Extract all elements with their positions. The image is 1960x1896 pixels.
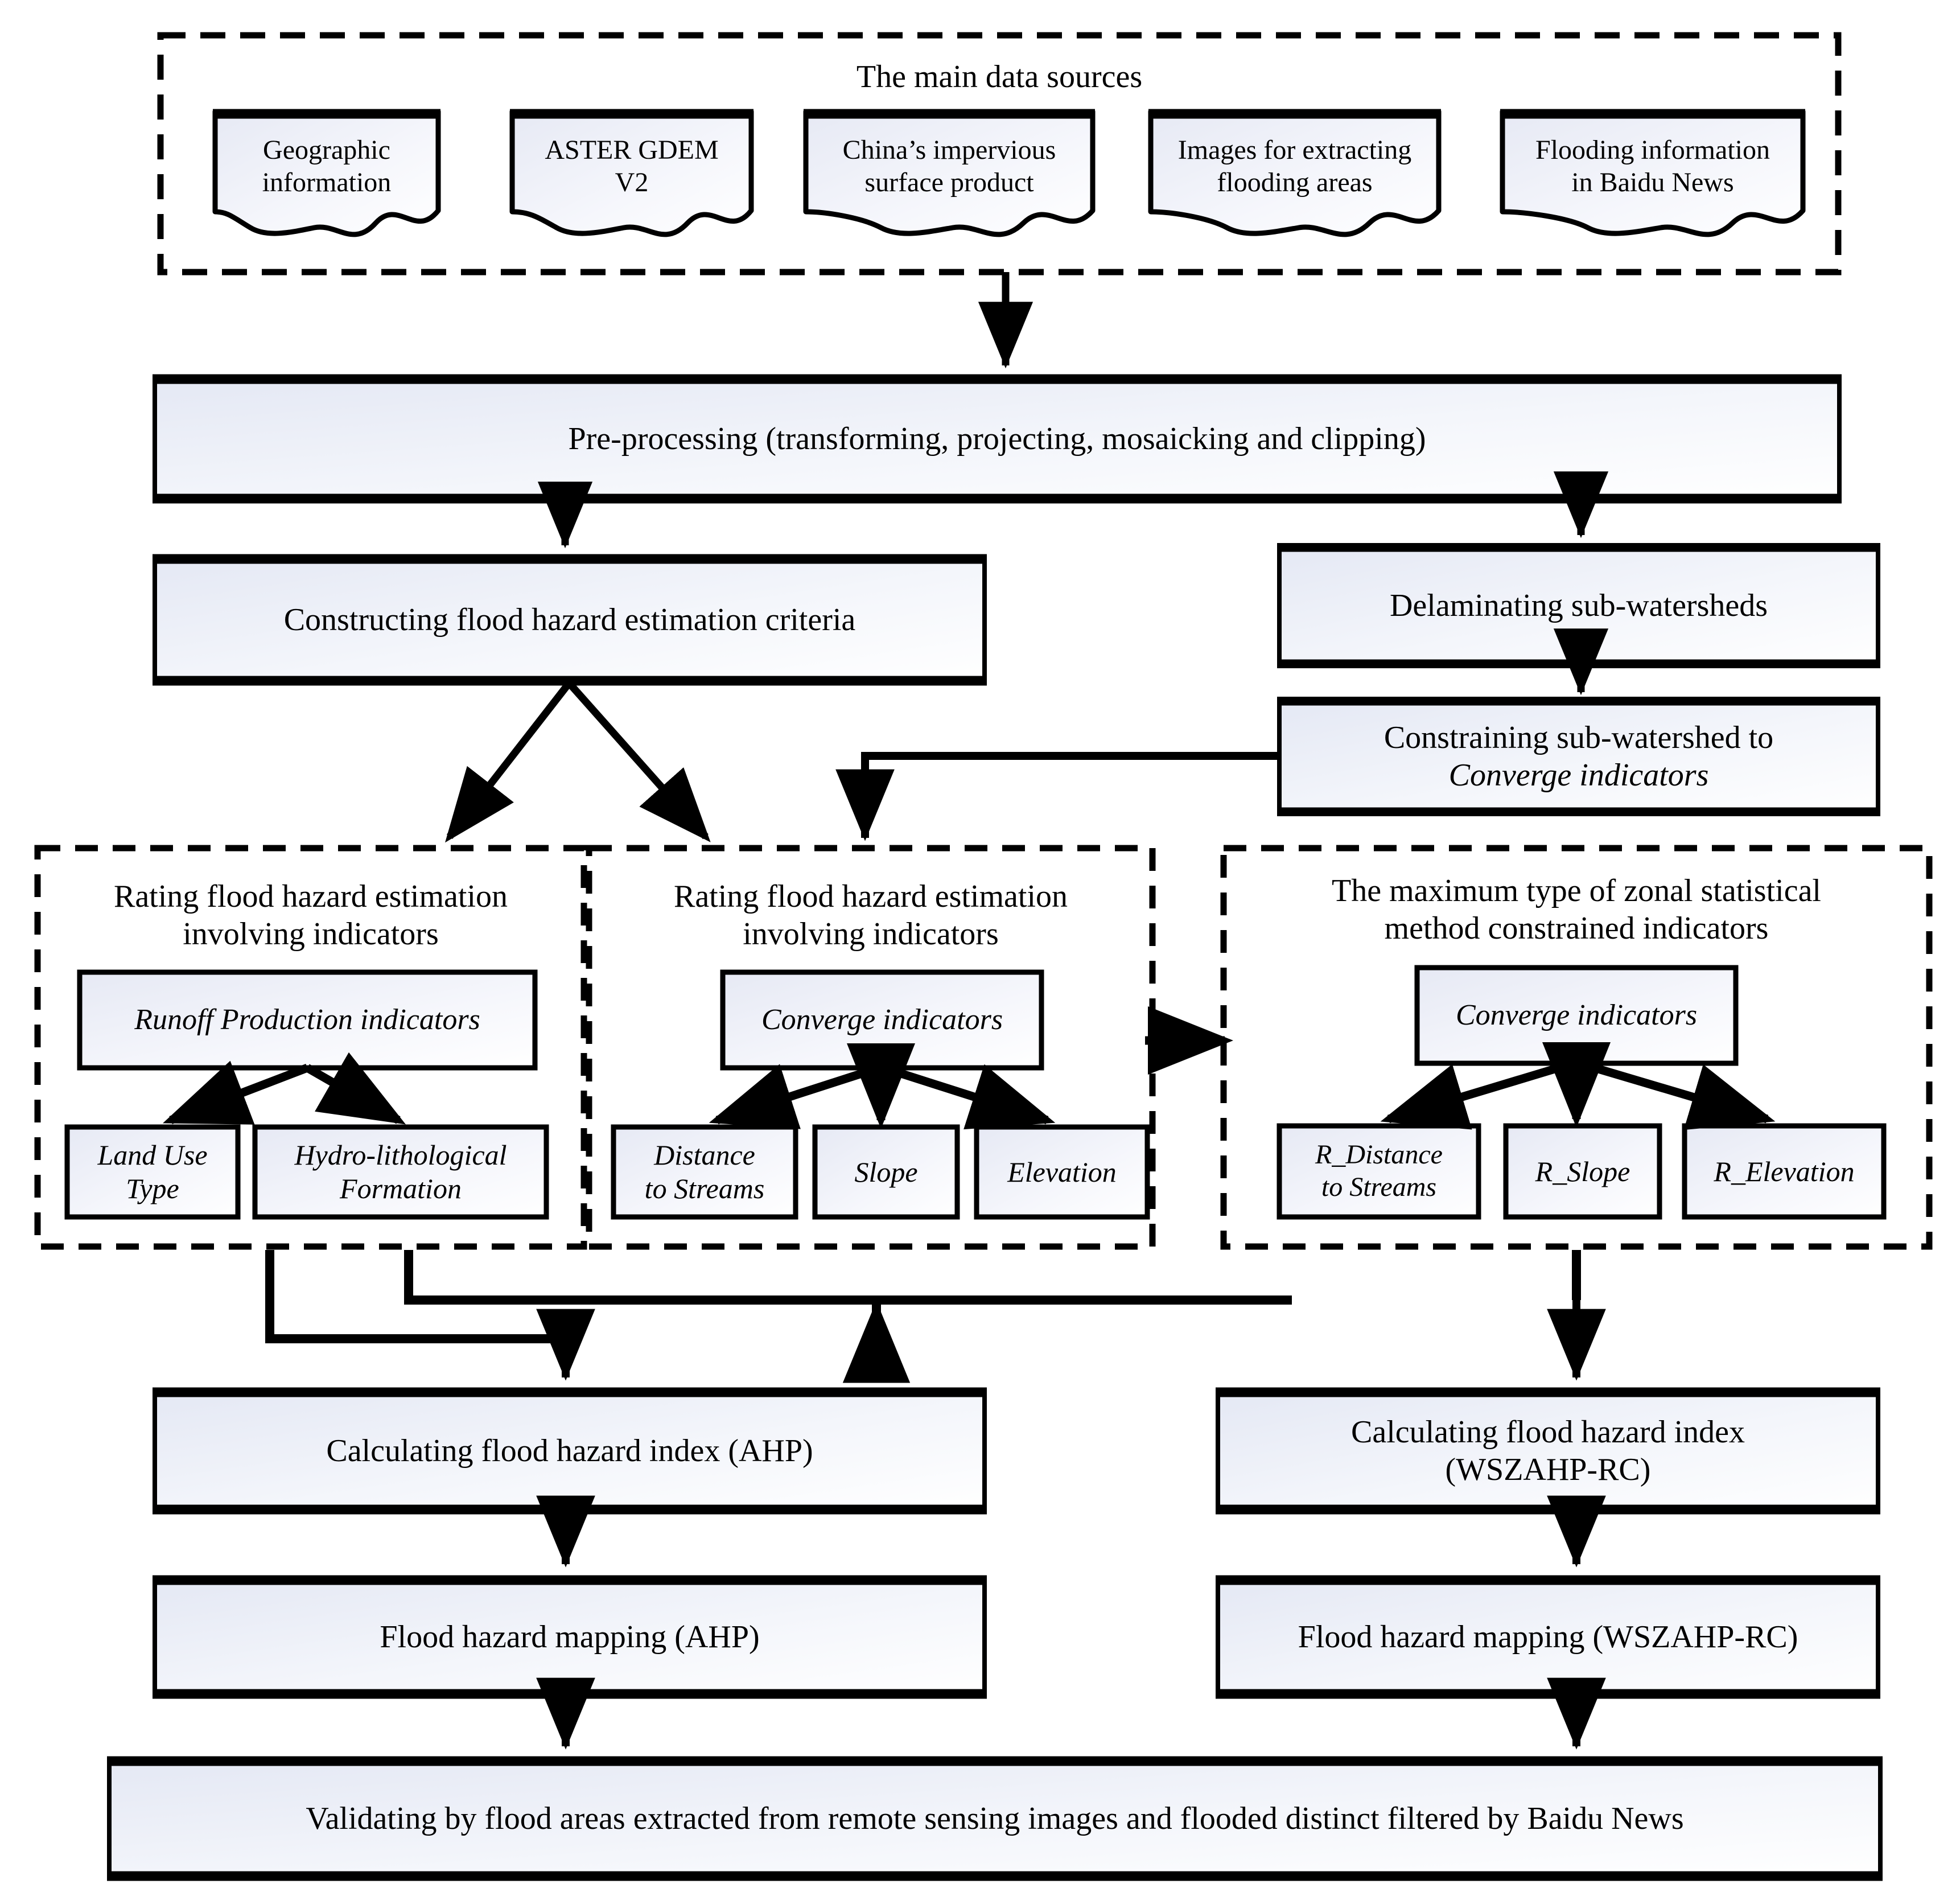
box-converge-indicators-right [1414, 965, 1739, 1066]
box-delaminating [1277, 543, 1880, 668]
box-runoff-production-indicators [77, 969, 538, 1071]
box-preprocessing [153, 374, 1842, 504]
group-left-dashed-border [34, 845, 587, 1250]
connector-middle-group-to-bus [404, 1250, 1292, 1305]
arrow-runoff-to-landuse [162, 1060, 309, 1125]
box-map-wszahp [1216, 1575, 1880, 1699]
box-distance-to-streams [611, 1124, 798, 1220]
document-shape-5 [1500, 109, 1806, 237]
box-converge-indicators-middle [720, 969, 1044, 1071]
arrow-converge-to-elevation [882, 1063, 1056, 1130]
box-land-use-type [64, 1124, 241, 1220]
box-elevation [974, 1124, 1150, 1220]
box-constraining [1277, 697, 1880, 816]
box-calc-wszahp [1216, 1387, 1880, 1515]
box-r-slope [1503, 1123, 1662, 1220]
box-hydro-lithological-formation [252, 1124, 549, 1220]
connector-left-group-to-ahp [265, 1250, 566, 1343]
document-shape-3 [803, 109, 1096, 237]
document-shape-2 [509, 109, 754, 237]
arrow-converge-to-distance [709, 1063, 881, 1129]
box-r-elevation [1682, 1123, 1887, 1220]
box-calc-ahp [153, 1387, 987, 1515]
document-shape-4 [1148, 109, 1442, 237]
arrow-converge-to-r-elevation [1578, 1059, 1776, 1130]
document-shape-1 [212, 109, 441, 237]
data-sources-dashed-border [157, 32, 1842, 275]
box-r-distance-to-streams [1277, 1123, 1481, 1220]
box-constructing-criteria [153, 554, 987, 686]
box-slope [812, 1124, 960, 1220]
arrow-criteria-to-middle-group [566, 680, 711, 842]
arrow-criteria-to-left-group [445, 681, 573, 843]
connector-constraining-to-middle-group [835, 752, 1279, 841]
box-validating [107, 1756, 1883, 1881]
box-map-ahp [153, 1575, 987, 1699]
arrow-converge-to-r-distance [1380, 1059, 1575, 1130]
arrow-runoff-to-hydro [305, 1052, 406, 1125]
